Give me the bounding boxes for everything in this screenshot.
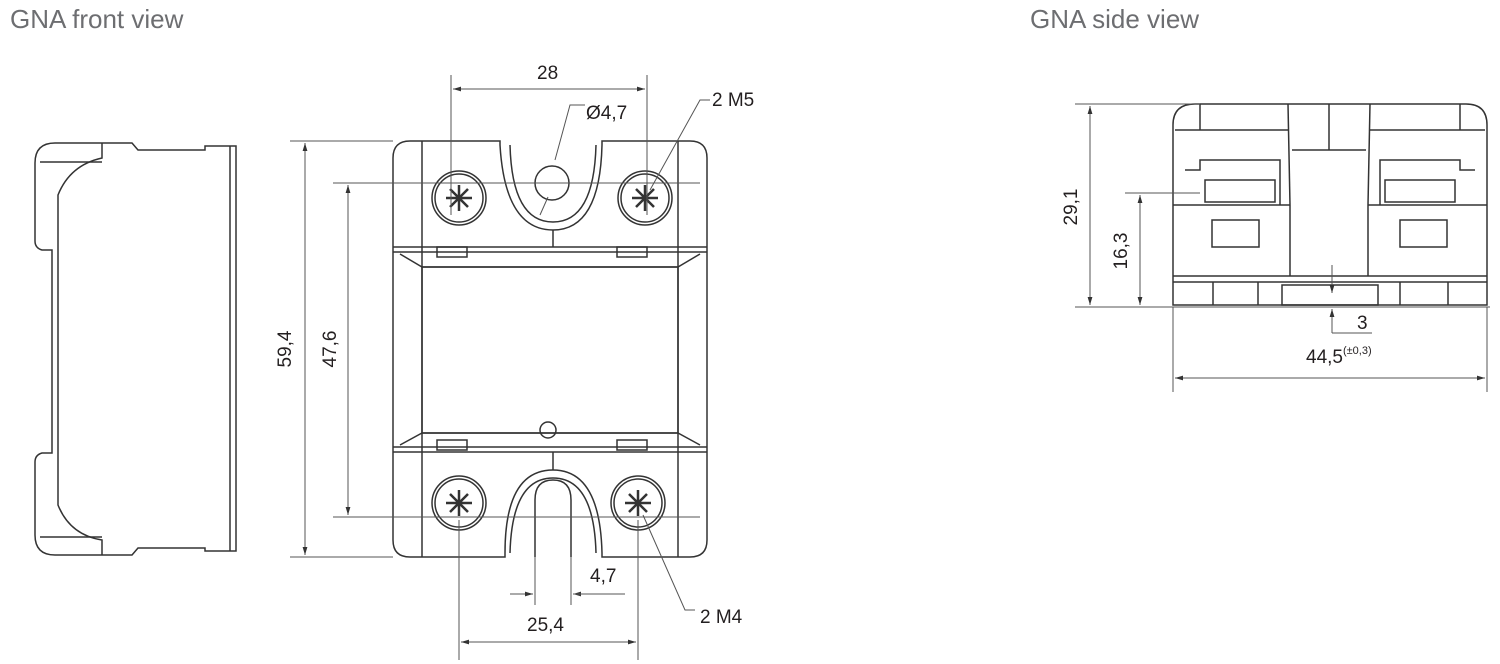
dim-side-height-terminal: 16,3 bbox=[1111, 232, 1132, 270]
dim-side-offset: 3 bbox=[1357, 313, 1368, 334]
dim-side-width-total: 44,5(±0,3) bbox=[1306, 345, 1372, 369]
dim-slot-width: 4,7 bbox=[590, 566, 617, 587]
dim-width-bottom: 25,4 bbox=[527, 615, 564, 636]
side-view-title: GNA side view bbox=[1030, 4, 1200, 34]
front-view-title: GNA front view bbox=[10, 4, 184, 34]
side-body-outline bbox=[1172, 103, 1488, 306]
dim-height-inner: 47,6 bbox=[320, 330, 341, 368]
dim-side-width-value: 44,5 bbox=[1306, 347, 1343, 368]
dim-side-width-tolerance: (±0,3) bbox=[1342, 345, 1372, 357]
dim-screw-bottom: 2 M4 bbox=[700, 607, 743, 628]
front-body-outline bbox=[392, 140, 708, 558]
side-dimension-lines bbox=[1075, 103, 1490, 392]
dim-hole-diameter: Ø4,7 bbox=[586, 103, 628, 124]
dim-height-total: 59,4 bbox=[275, 330, 296, 368]
dim-screw-top: 2 M5 bbox=[712, 90, 755, 111]
dim-side-height-total: 29,1 bbox=[1061, 188, 1082, 226]
screw-top-left-icon bbox=[431, 170, 487, 226]
dim-width-top: 28 bbox=[537, 63, 559, 84]
front-dimension-lines bbox=[290, 75, 710, 660]
front-profile-outline bbox=[34, 142, 237, 556]
screw-top-right-icon bbox=[617, 170, 673, 226]
